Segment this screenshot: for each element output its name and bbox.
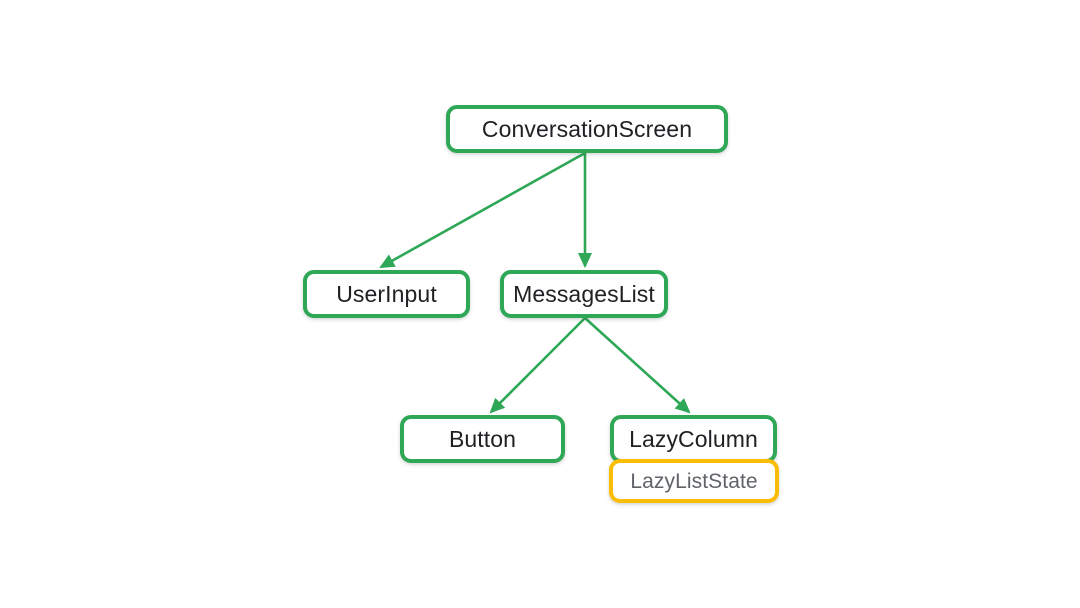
node-conversationscreen[interactable]: ConversationScreen [446, 105, 728, 153]
node-lazycolumn[interactable]: LazyColumn [610, 415, 777, 463]
edge-messageslist-lazycolumn [584, 317, 691, 414]
node-label: MessagesList [513, 280, 655, 307]
node-messageslist[interactable]: MessagesList [500, 270, 668, 318]
node-button[interactable]: Button [400, 415, 565, 463]
node-label: Button [448, 425, 517, 452]
node-label: UserInput [336, 280, 437, 307]
node-label: LazyListState [630, 469, 758, 493]
node-lazyliststate[interactable]: LazyListState [609, 459, 779, 503]
node-label: ConversationScreen [481, 115, 693, 142]
node-userinput[interactable]: UserInput [303, 270, 470, 318]
edge-messageslist-button [489, 317, 586, 414]
edge-conversationscreen-userinput [379, 151, 586, 269]
node-label: LazyColumn [629, 425, 758, 452]
